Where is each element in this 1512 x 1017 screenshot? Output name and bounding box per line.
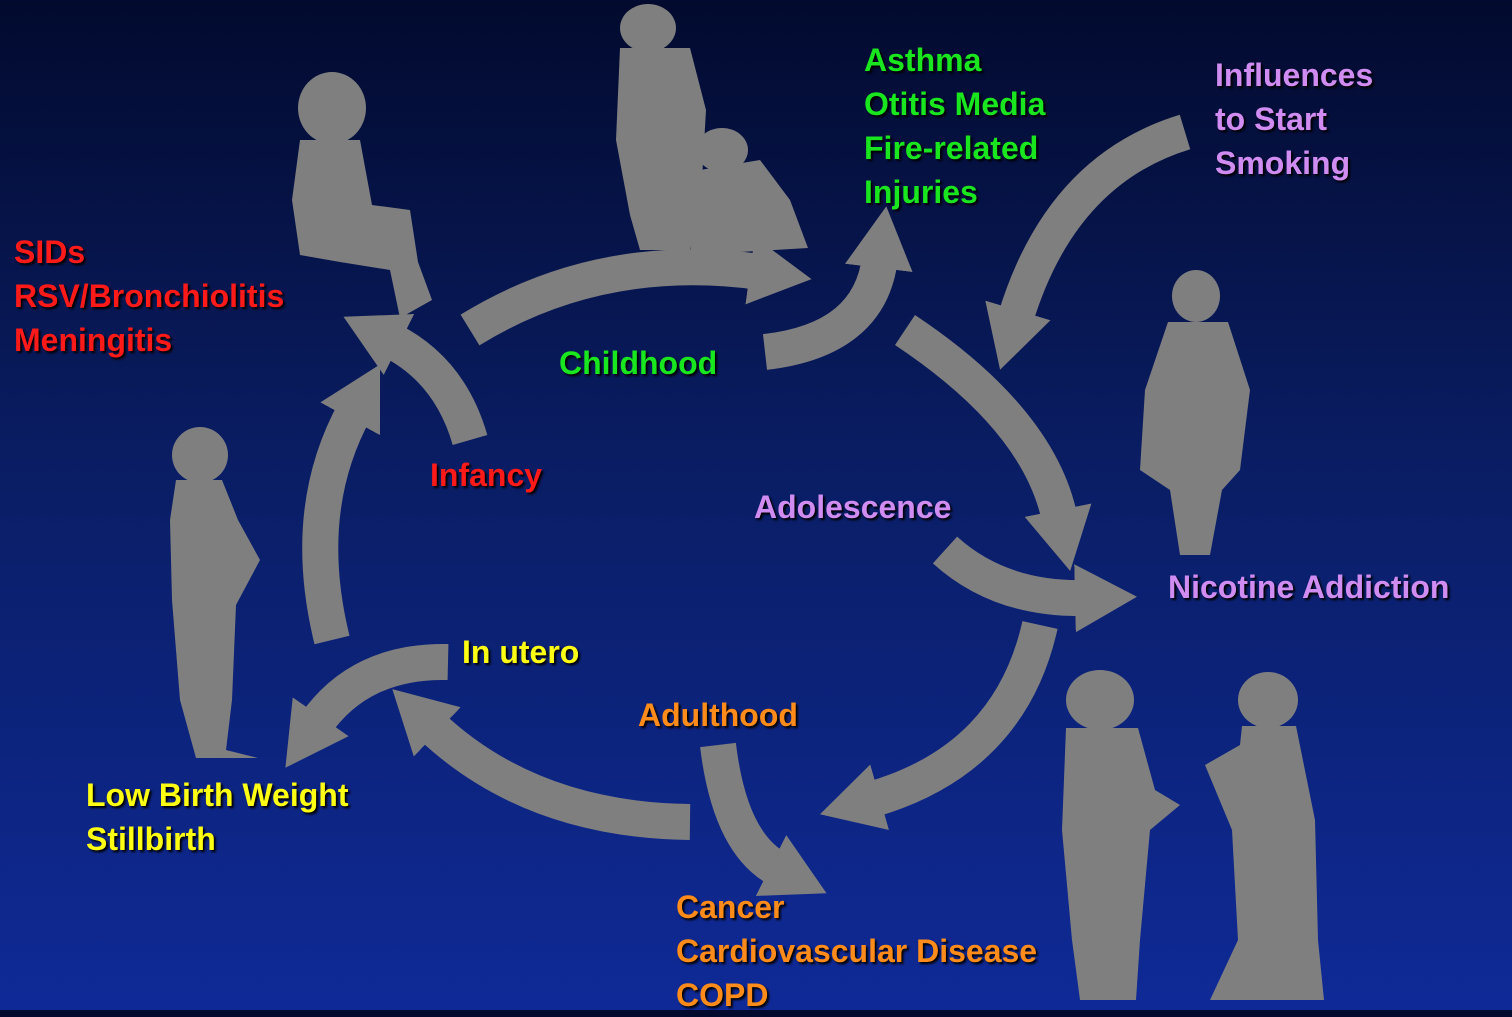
stage-in-utero: In utero	[462, 630, 579, 674]
outcome-cancer: Cancer	[676, 885, 1037, 929]
outcome-nicotine-addiction: Nicotine Addiction	[1168, 565, 1449, 609]
outcome-sids: SIDs	[14, 230, 284, 274]
stage-childhood: Childhood	[559, 341, 717, 385]
adulthood-outcomes-list: Cancer Cardiovascular Disease COPD	[676, 885, 1037, 1017]
childhood-outcomes-list: Asthma Otitis Media Fire-related Injurie…	[864, 38, 1045, 214]
arrow-childhood-to-asthma	[765, 258, 880, 352]
influences-line-2: to Start	[1215, 97, 1373, 141]
arrow-adolescence-to-adulthood	[870, 625, 1040, 800]
arrow-adolescence-to-nicotine	[945, 550, 1085, 598]
adolescent-silhouette	[1140, 270, 1250, 555]
arrow-in-utero-to-low-birth-weight	[315, 662, 448, 725]
arrow-adulthood-to-in-utero	[430, 725, 690, 822]
influences-line-1: Influences	[1215, 53, 1373, 97]
outcome-fire-related: Fire-related	[864, 126, 1045, 170]
adult-with-child-silhouette	[616, 4, 808, 255]
stage-adolescence: Adolescence	[754, 485, 951, 529]
arrow-infancy-to-sids	[390, 340, 470, 440]
outcome-meningitis: Meningitis	[14, 318, 284, 362]
outcome-injuries: Injuries	[864, 170, 1045, 214]
pregnant-woman-silhouette	[170, 427, 260, 758]
sitting-child-silhouette	[292, 72, 432, 318]
outcome-cardiovascular-disease: Cardiovascular Disease	[676, 929, 1037, 973]
outcome-otitis-media: Otitis Media	[864, 82, 1045, 126]
outcome-stillbirth: Stillbirth	[86, 817, 348, 861]
arrow-in-utero-to-infancy	[320, 410, 355, 640]
arrow-infancy-to-childhood	[470, 267, 760, 330]
outcome-low-birth-weight: Low Birth Weight	[86, 773, 348, 817]
in-utero-outcomes-list: Low Birth Weight Stillbirth	[86, 773, 348, 861]
infancy-outcomes-list: SIDs RSV/Bronchiolitis Meningitis	[14, 230, 284, 362]
stage-infancy: Infancy	[430, 453, 542, 497]
outcome-copd: COPD	[676, 973, 1037, 1017]
influences-list: Influences to Start Smoking	[1215, 53, 1373, 185]
arrow-adulthood-to-cancer	[718, 745, 780, 870]
stage-adulthood: Adulthood	[638, 693, 798, 737]
outcome-asthma: Asthma	[864, 38, 1045, 82]
outcome-rsv-bronchiolitis: RSV/Bronchiolitis	[14, 274, 284, 318]
adult-couple-silhouette	[1062, 670, 1324, 1000]
influences-line-3: Smoking	[1215, 141, 1373, 185]
